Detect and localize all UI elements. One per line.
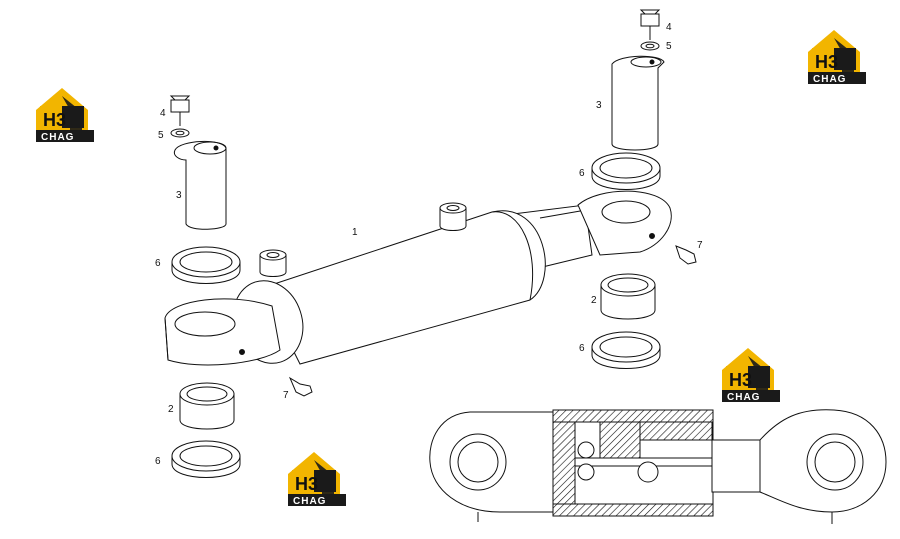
cylinder-assembly (164, 9, 697, 478)
logo-top-left: H3 CHAG (36, 88, 94, 143)
logo-top-right: H3 CHAG (808, 30, 866, 85)
callout-bolt-right: 4 (666, 22, 672, 33)
callout-pin-right: 3 (596, 100, 602, 111)
callout-seal-right-lower: 6 (579, 343, 585, 354)
callout-seal-left-lower: 6 (155, 456, 161, 467)
callout-seal-right-upper: 6 (579, 168, 585, 179)
callout-body: 1 (352, 227, 358, 238)
callout-pin-left: 3 (176, 190, 182, 201)
logo-bottom-center: H3 CHAG (288, 452, 346, 507)
callout-grease-left: 7 (283, 390, 289, 401)
callout-seal-left-upper: 6 (155, 258, 161, 269)
callout-grease-right: 7 (697, 240, 703, 251)
callout-bolt-left: 4 (160, 108, 166, 119)
callout-bush-upper: 2 (591, 295, 597, 306)
logo-letters: H3 (43, 110, 66, 130)
logo-word: CHAG (727, 392, 760, 403)
logo-word: CHAG (293, 496, 326, 507)
logo-letters: H3 (295, 474, 318, 494)
cylinder-cross-section (429, 409, 887, 524)
callout-washer-right: 5 (666, 41, 672, 52)
callout-bush-lower: 2 (168, 404, 174, 415)
callout-washer-left: 5 (158, 130, 164, 141)
logo-letters: H3 (815, 52, 838, 72)
logo-letters: H3 (729, 370, 752, 390)
logo-word: CHAG (813, 74, 846, 85)
logo-mid-right: H3 CHAG (722, 348, 780, 403)
logo-word: CHAG (41, 132, 74, 143)
